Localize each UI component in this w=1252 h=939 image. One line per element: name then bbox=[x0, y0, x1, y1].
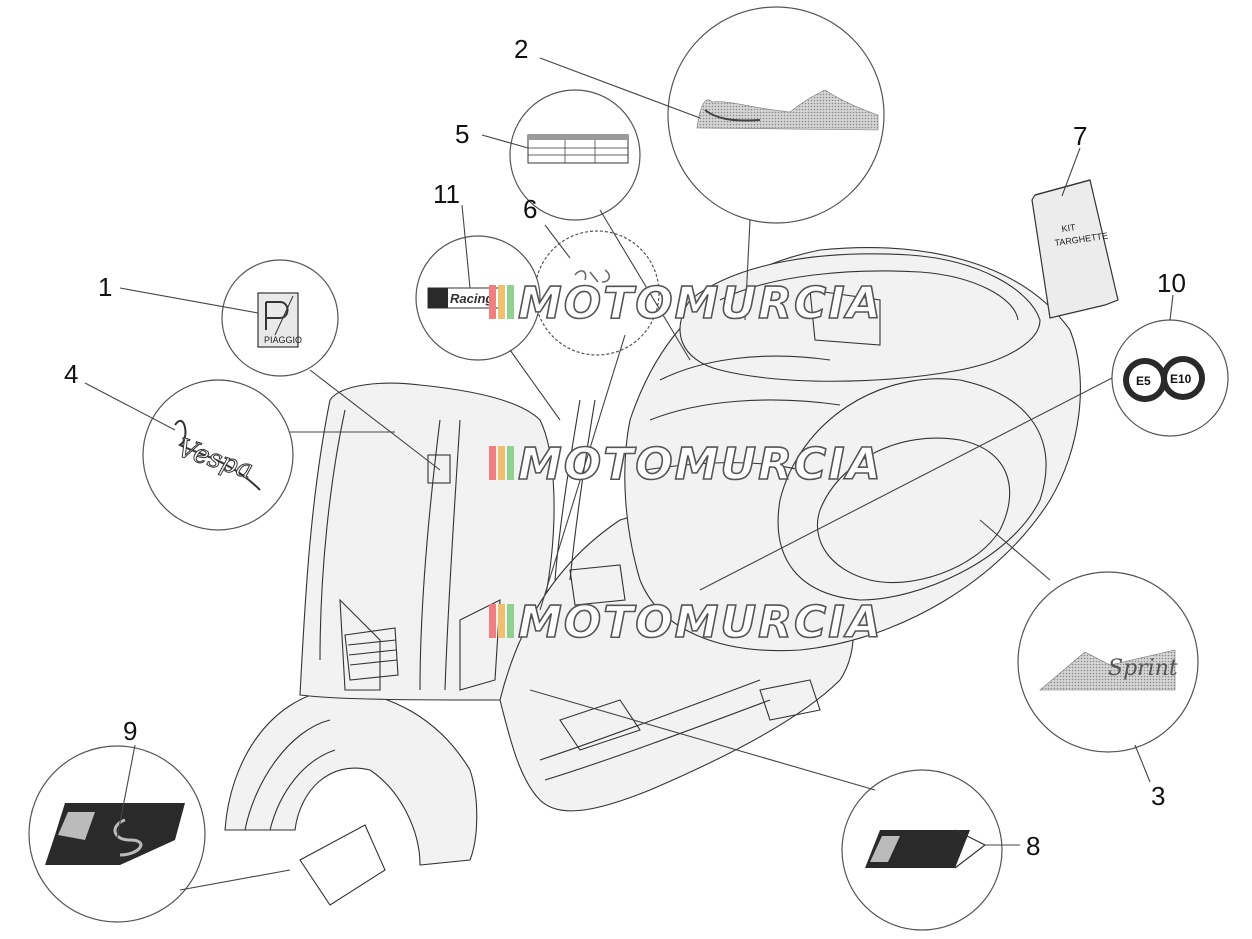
callout-3: 3 bbox=[1151, 781, 1165, 811]
watermark-group: MOTOMURCIA MOTOMURCIA MOTOMURCIA bbox=[489, 277, 883, 649]
callout-7: 7 bbox=[1073, 121, 1087, 151]
callout-6: 6 bbox=[523, 194, 537, 224]
balloon-9 bbox=[28, 745, 206, 923]
callout-8: 8 bbox=[1026, 831, 1040, 861]
balloon-11: Racing bbox=[415, 235, 541, 361]
sprint-script-text: Sprint bbox=[1108, 656, 1178, 681]
racing-badge-text: Racing bbox=[450, 291, 493, 306]
callout-2: 2 bbox=[514, 34, 528, 64]
callout-1: 1 bbox=[98, 272, 112, 302]
callout-5: 5 bbox=[455, 119, 469, 149]
balloon-10: E5 E10 bbox=[1111, 319, 1229, 437]
balloon-8 bbox=[841, 769, 1003, 931]
watermark-text-3: MOTOMURCIA bbox=[518, 597, 883, 648]
euro-e5-text: E5 bbox=[1136, 374, 1151, 388]
watermark-2: MOTOMURCIA bbox=[489, 438, 883, 491]
balloon-2 bbox=[667, 6, 885, 224]
watermark-1: MOTOMURCIA bbox=[489, 277, 883, 330]
kit-targhette-box: KIT TARGHETTE bbox=[1031, 179, 1119, 319]
balloon-1: PIAGGIO bbox=[221, 259, 339, 377]
watermark-text-2: MOTOMURCIA bbox=[518, 439, 883, 490]
callout-numbers: 1 2 3 4 5 6 7 8 9 10 11 bbox=[64, 34, 1186, 861]
balloon-6 bbox=[534, 230, 660, 356]
euro-e10-text: E10 bbox=[1170, 372, 1192, 386]
watermark-3: MOTOMURCIA bbox=[489, 596, 883, 649]
callout-10: 10 bbox=[1157, 268, 1186, 298]
piaggio-small-text: PIAGGIO bbox=[264, 335, 302, 345]
callout-9: 9 bbox=[123, 716, 137, 746]
callout-11: 11 bbox=[433, 179, 460, 209]
leader-lines bbox=[84, 57, 1174, 891]
balloon-5 bbox=[509, 89, 641, 221]
callout-4: 4 bbox=[64, 359, 78, 389]
watermark-text-1: MOTOMURCIA bbox=[518, 278, 883, 329]
kit-line1: KIT bbox=[1061, 222, 1077, 234]
balloon-4: Vespa bbox=[142, 379, 294, 531]
balloon-3: Sprint bbox=[1017, 571, 1199, 753]
